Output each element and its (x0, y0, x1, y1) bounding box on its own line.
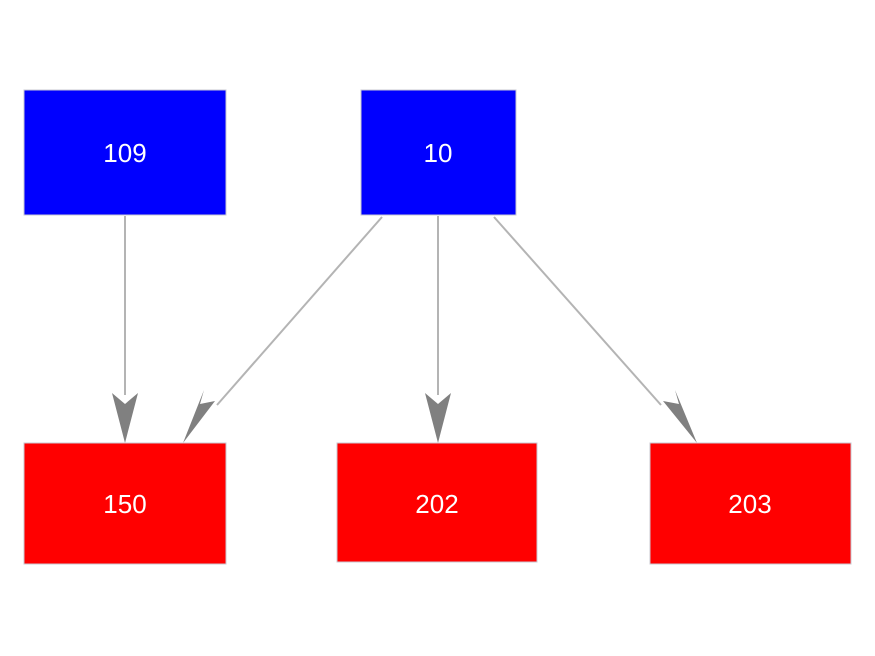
node-203-label: 203 (728, 489, 771, 519)
edge-10-150[interactable] (183, 216, 383, 443)
edge-10-203-line (493, 216, 662, 406)
node-10-rect (360, 89, 517, 216)
node-202-label: 202 (415, 489, 458, 519)
node-109-rect (23, 89, 227, 216)
edge-10-203[interactable] (493, 216, 697, 443)
edge-10-203-arrowhead (663, 390, 697, 443)
node-10[interactable]: 10 (360, 89, 517, 216)
edge-10-150-arrowhead (183, 390, 215, 443)
node-202-rect (336, 442, 538, 563)
edge-10-202[interactable] (425, 216, 451, 443)
node-203[interactable]: 203 (649, 442, 852, 565)
node-202[interactable]: 202 (336, 442, 538, 563)
edge-10-150-line (216, 216, 383, 406)
node-150[interactable]: 150 (23, 442, 227, 565)
node-10-label: 10 (424, 138, 453, 168)
node-109[interactable]: 109 (23, 89, 227, 216)
node-203-rect (649, 442, 852, 565)
edge-109-150-arrowhead (112, 393, 138, 443)
node-layer: 109 10 150 202 203 (23, 89, 852, 565)
node-109-label: 109 (103, 138, 146, 168)
node-150-rect (23, 442, 227, 565)
edge-10-202-arrowhead (425, 393, 451, 443)
edge-109-150[interactable] (112, 216, 138, 443)
edge-layer (112, 216, 697, 443)
node-150-label: 150 (103, 489, 146, 519)
